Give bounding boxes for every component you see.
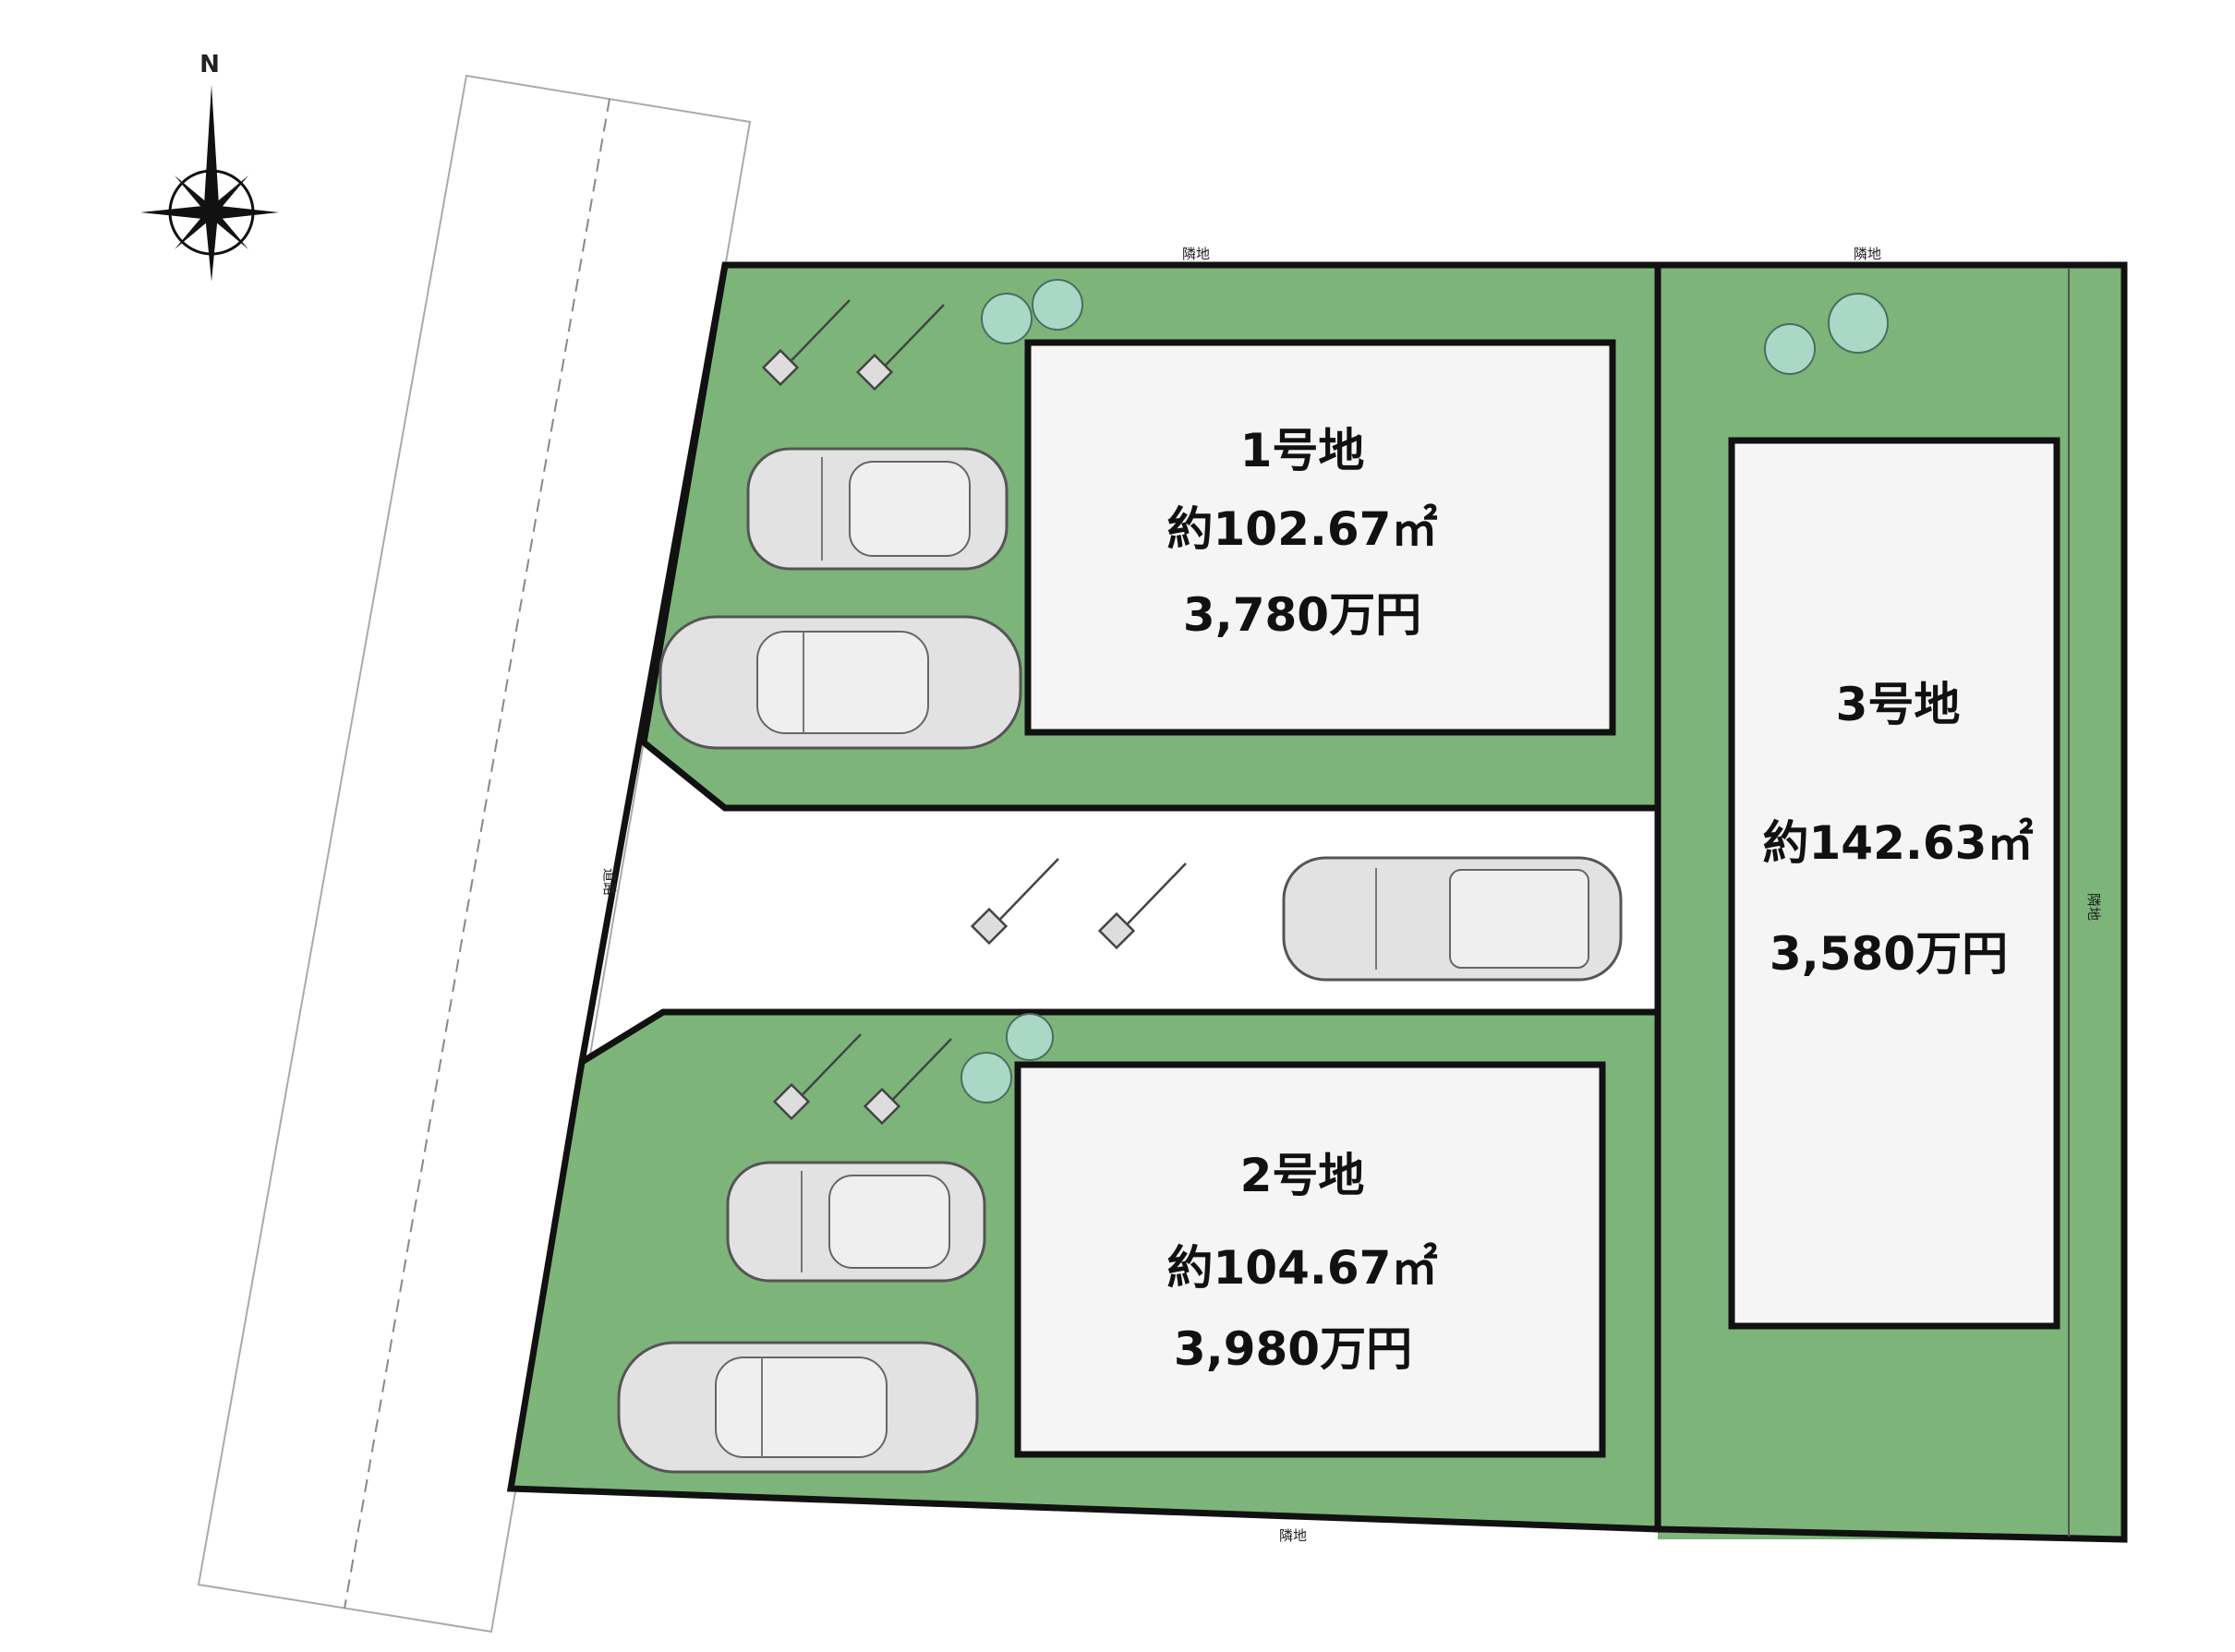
shrub-icon <box>1764 323 1816 375</box>
lot-2-area: 約104.67㎡ <box>1167 1241 1438 1295</box>
shrub-icon <box>1828 293 1889 354</box>
bicycle-icon <box>772 1033 862 1121</box>
bicycle-icon <box>761 299 851 387</box>
shrub-icon <box>1032 279 1083 331</box>
bicycle-icon <box>855 304 945 392</box>
shrub-icon <box>960 1052 1012 1103</box>
neighbor-label-top-left: 隣地 <box>1182 246 1210 262</box>
lot-3-name: 3号地 <box>1836 678 1961 731</box>
neighbor-label-right: 隣地 <box>2085 893 2102 921</box>
access-boundary <box>578 264 729 1063</box>
house-lot-1 <box>1024 339 1616 736</box>
lot-2-price: 3,980万円 <box>1174 1322 1412 1376</box>
shrub-icon <box>1006 1013 1054 1061</box>
lot-1-name: 1号地 <box>1240 424 1365 477</box>
neighbor-label-top-right: 隣地 <box>1854 246 1881 262</box>
road <box>197 74 752 1634</box>
bicycle-icon <box>863 1038 952 1126</box>
car-sedan-1 <box>658 615 1022 750</box>
road-centerline <box>344 98 610 1610</box>
lot-3-area: 約142.63㎡ <box>1763 816 2034 870</box>
road-strip <box>197 74 752 1634</box>
cars <box>617 447 1623 1474</box>
lot-3-boundary <box>1654 261 2128 1543</box>
road-label: 道路 <box>601 868 618 896</box>
shrubs <box>960 279 1889 1103</box>
lot-1-area: 約102.67㎡ <box>1167 502 1438 556</box>
shrub-icon <box>981 293 1033 344</box>
lot-boundaries <box>506 261 2128 1543</box>
lot-3-price: 3,580万円 <box>1770 927 2008 981</box>
lot-1-price: 3,780万円 <box>1183 588 1421 642</box>
neighbor-label-bottom: 隣地 <box>1279 1527 1307 1544</box>
house-lot-3 <box>1728 437 2060 1330</box>
bicycle-icon <box>970 858 1059 946</box>
car-compact-1 <box>746 447 1009 571</box>
house-lot-2 <box>1014 1061 1606 1458</box>
compass-icon <box>140 85 279 282</box>
lot-2-name: 2号地 <box>1240 1149 1365 1202</box>
car-compact-2 <box>726 1161 986 1283</box>
compass-north-label: N <box>199 51 220 78</box>
houses <box>1014 339 2060 1458</box>
bicycles <box>761 299 1187 1126</box>
car-sedan-2 <box>617 1341 979 1474</box>
car-suv <box>1282 856 1623 982</box>
bicycle-icon <box>1097 862 1187 950</box>
lot-1-boundary <box>640 261 1661 812</box>
lot-2-boundary <box>506 1008 1661 1533</box>
